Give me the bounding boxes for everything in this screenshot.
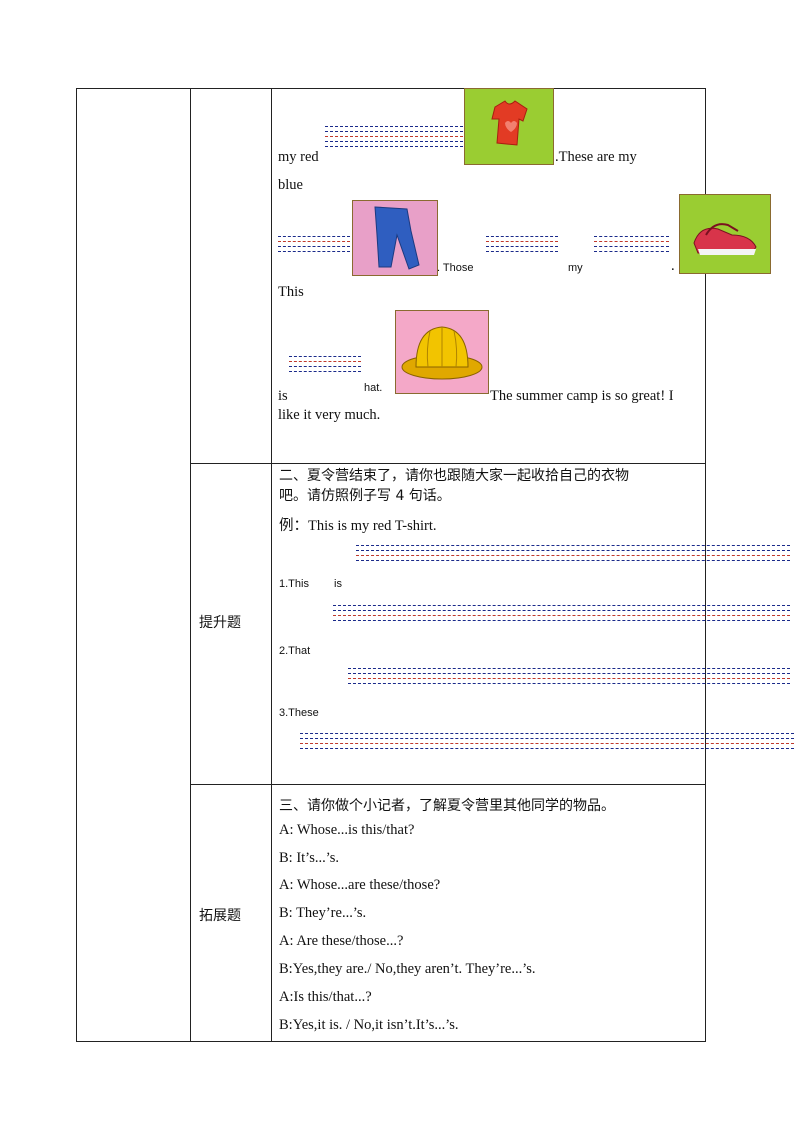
row-divider-1 [190, 463, 706, 464]
table-border-left [76, 88, 77, 1042]
writing-lines-item-3[interactable] [348, 668, 790, 688]
table-border-bottom [76, 1041, 706, 1042]
tshirt-image [464, 88, 554, 165]
dialog-line-1: A: Whose...is this/that? [279, 822, 415, 838]
text-my-red: my red [278, 149, 319, 165]
writing-lines-tshirt[interactable] [325, 126, 463, 151]
item-1-is: is [334, 578, 342, 590]
text-dot: . [671, 258, 675, 274]
text-this: This [278, 284, 304, 300]
writing-lines-those[interactable] [486, 236, 558, 256]
item-3-label: 3.These [279, 707, 319, 719]
shoes-image [679, 194, 771, 274]
text-my: my [568, 262, 583, 274]
text-those: . Those [437, 262, 474, 274]
jeans-image [352, 200, 438, 276]
item-2-label: 2.That [279, 645, 311, 657]
category-extend: 拓展题 [199, 908, 241, 924]
example-sentence: 例：This is my red T-shirt. [279, 518, 437, 534]
writing-lines-hat[interactable] [289, 356, 361, 376]
text-summer-camp: The summer camp is so great! I [490, 388, 674, 404]
instruction-line-1: 二、夏令营结束了，请你也跟随大家一起收拾自己的衣物 [279, 468, 629, 484]
item-1-label: 1.This [279, 578, 309, 590]
writing-lines-item-4[interactable] [300, 733, 794, 753]
dialog-line-8: B:Yes,it is. / No,it isn’t.It’s...’s. [279, 1017, 459, 1033]
writing-lines-item-1[interactable] [356, 545, 790, 565]
instruction-line-2: 吧。请仿照例子写 4 句话。 [279, 488, 451, 504]
text-these-are-my: .These are my [555, 149, 637, 165]
hat-image [395, 310, 489, 394]
dialog-line-4: B: They’re...’s. [279, 905, 367, 921]
text-hat: hat. [364, 382, 383, 394]
writing-lines-jeans[interactable] [278, 236, 350, 256]
row-divider-2 [190, 784, 706, 785]
reporter-title: 三、请你做个小记者，了解夏令营里其他同学的物品。 [279, 798, 615, 814]
category-improve: 提升题 [199, 615, 241, 631]
dialog-line-5: A: Are these/those...? [279, 933, 404, 949]
writing-lines-item-2[interactable] [333, 605, 790, 625]
text-is: is [278, 388, 288, 404]
writing-lines-shoes[interactable] [594, 236, 669, 256]
dialog-line-3: A: Whose...are these/those? [279, 877, 441, 893]
dialog-line-7: A:Is this/that...? [279, 989, 372, 1005]
table-border-right [705, 88, 706, 1042]
table-border-top [76, 88, 706, 89]
table-col-divider-1 [190, 88, 191, 1042]
text-blue: blue [278, 177, 303, 193]
dialog-line-2: B: It’s...’s. [279, 850, 340, 866]
text-like: like it very much. [278, 407, 381, 423]
dialog-line-6: B:Yes,they are./ No,they aren’t. They’re… [279, 961, 536, 977]
table-col-divider-2 [271, 88, 272, 1042]
